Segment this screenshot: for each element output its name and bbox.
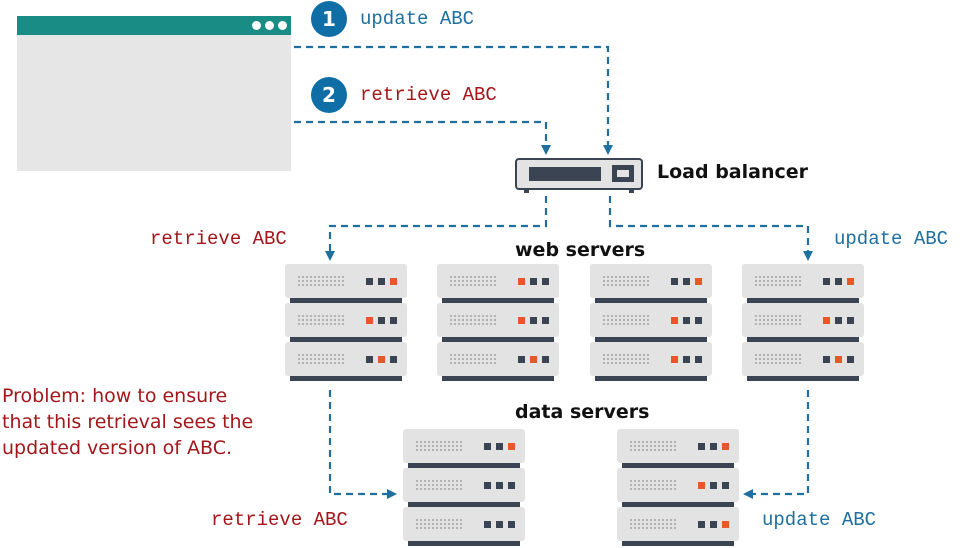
server-unit: [742, 264, 864, 303]
step-2-label: retrieve ABC: [360, 84, 497, 106]
server-unit: [437, 264, 559, 303]
step-2-badge: 2: [311, 77, 347, 113]
server-unit: [285, 342, 407, 381]
server-unit: [742, 342, 864, 381]
window-title-bar: [17, 16, 291, 35]
server-unit: [742, 303, 864, 342]
update-data-label: update ABC: [762, 509, 877, 531]
server-unit: [437, 342, 559, 381]
web-server-rack: [285, 264, 407, 381]
server-unit: [617, 507, 739, 546]
server-unit: [590, 342, 712, 381]
update-to-balancer-arrow: [294, 45, 613, 155]
web-server-rack: [590, 264, 712, 381]
client-window: [17, 16, 291, 171]
load-balancer-label: Load balancer: [657, 161, 808, 183]
server-unit: [590, 264, 712, 303]
balancer-to-web1-arrow: [325, 196, 548, 261]
problem-line: updated version of ABC.: [2, 437, 233, 459]
load-balancer-icon: [515, 158, 643, 193]
data-server-rack: [617, 429, 739, 546]
server-unit: [590, 303, 712, 342]
server-unit: [437, 303, 559, 342]
window-dot-icon: [265, 21, 274, 30]
web4-to-data2-arrow: [743, 390, 810, 499]
problem-line: that this retrieval sees the: [2, 411, 254, 433]
server-unit: [285, 303, 407, 342]
window-dot-icon: [278, 21, 287, 30]
step-1-badge: 1: [311, 1, 347, 37]
balancer-to-web4-arrow: [608, 196, 813, 261]
server-unit: [285, 264, 407, 303]
server-unit: [403, 429, 525, 468]
update-web-label: update ABC: [834, 228, 949, 250]
retrieve-web-label: retrieve ABC: [150, 228, 287, 250]
server-unit: [617, 429, 739, 468]
window-dot-icon: [252, 21, 261, 30]
retrieve-to-balancer-arrow: [294, 120, 551, 155]
web-servers-label: web servers: [515, 239, 646, 261]
step-1-label: update ABC: [360, 8, 475, 30]
data-server-rack: [403, 429, 525, 546]
retrieve-data-label: retrieve ABC: [211, 509, 348, 531]
server-unit: [617, 468, 739, 507]
server-unit: [403, 507, 525, 546]
server-unit: [403, 468, 525, 507]
problem-line: Problem: how to ensure: [2, 385, 228, 407]
problem-note: Problem: how to ensure that this retriev…: [2, 383, 253, 461]
web-server-rack: [742, 264, 864, 381]
web1-to-data1-arrow: [328, 390, 397, 499]
data-servers-label: data servers: [515, 401, 650, 423]
web-server-rack: [437, 264, 559, 381]
